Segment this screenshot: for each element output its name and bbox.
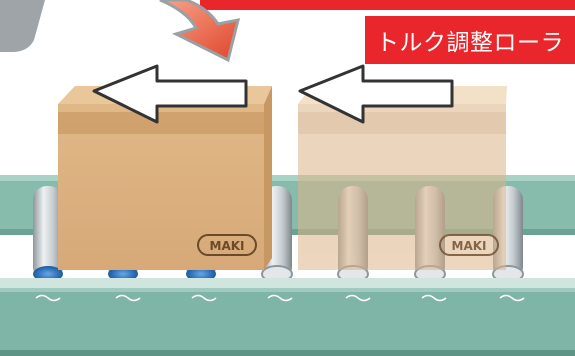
chain-links <box>35 294 525 302</box>
badge-label: トルク調整ローラ <box>376 30 564 56</box>
curved-arrow-icon <box>159 0 241 63</box>
front-frame <box>0 278 575 356</box>
cardboard-box-2-ghost <box>298 86 507 270</box>
device-body <box>0 0 45 52</box>
arrow-left-icon <box>298 64 454 124</box>
arrow-left-icon <box>92 64 248 124</box>
cardboard-box-1 <box>58 86 272 270</box>
svg-text:MAKI: MAKI <box>452 239 487 253</box>
maki-logo-2: MAKI <box>439 234 499 256</box>
top-red-line <box>200 0 575 10</box>
svg-text:MAKI: MAKI <box>210 239 245 253</box>
torque-roller-badge: トルク調整ローラ <box>365 16 575 64</box>
maki-logo-1: MAKI <box>197 234 257 256</box>
